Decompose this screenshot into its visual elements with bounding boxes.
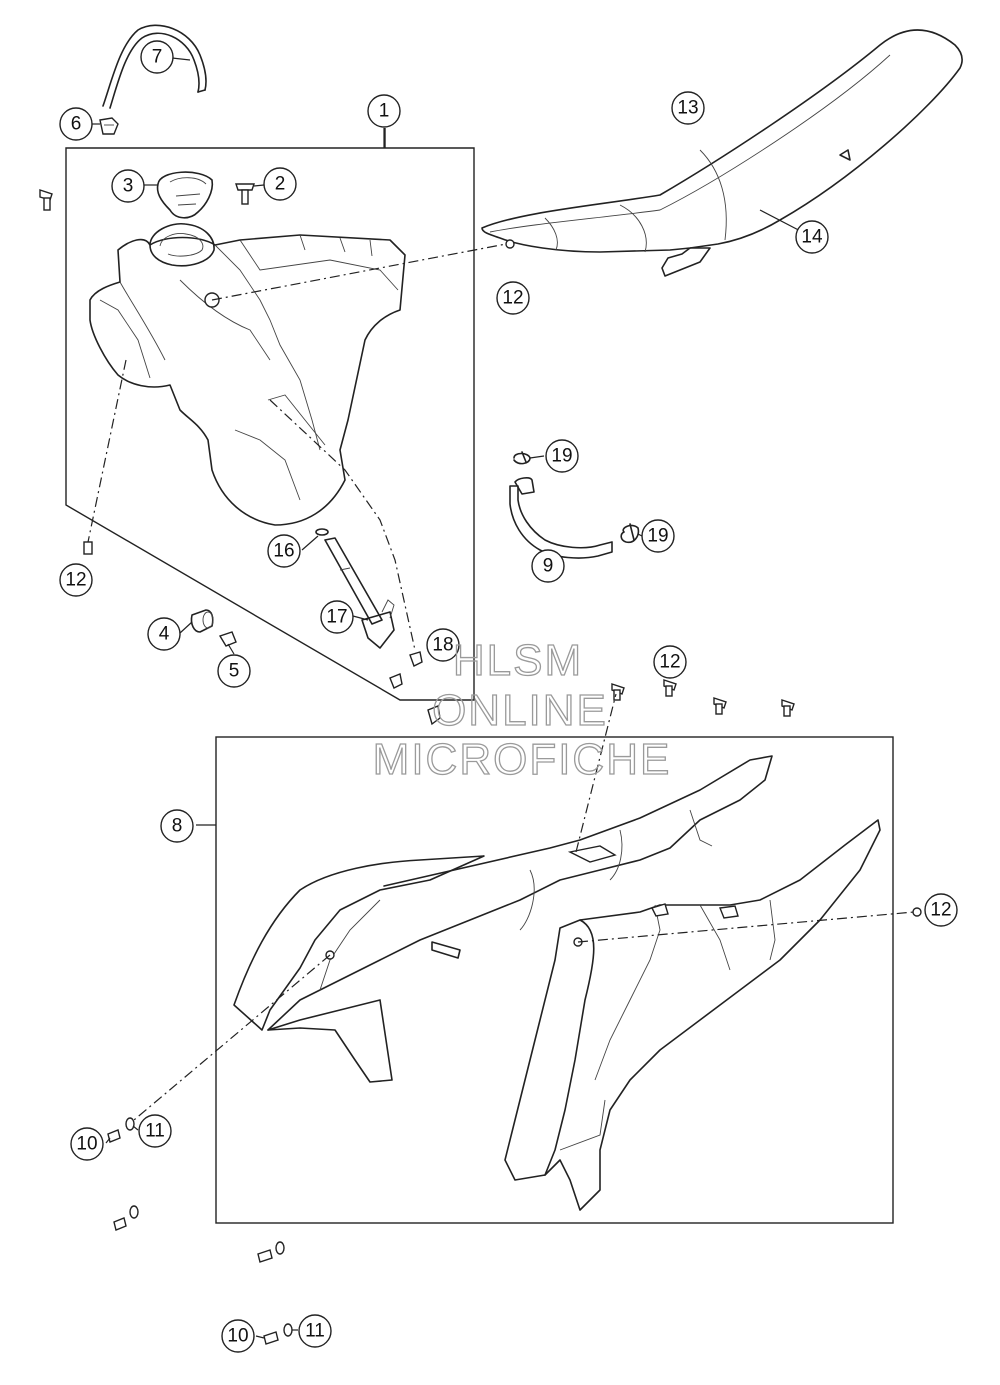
callout-6: 6 xyxy=(59,107,93,141)
panel-screw-washer-set xyxy=(107,907,922,1345)
hose-clamp-lower xyxy=(620,523,640,544)
callout-16: 16 xyxy=(267,534,301,568)
callout-19b-label: 19 xyxy=(647,526,668,547)
tank-bolt-left xyxy=(39,189,53,211)
callout-16-label: 16 xyxy=(273,541,294,562)
callout-3: 3 xyxy=(111,169,145,203)
o-ring xyxy=(315,528,329,536)
watermark-line-3: MICROFICHE xyxy=(373,735,672,784)
bushing-screw xyxy=(218,631,237,647)
callout-8: 8 xyxy=(160,809,194,843)
rubber-bushing xyxy=(190,609,214,633)
callout-12d-label: 12 xyxy=(930,900,951,921)
callout-12b-label: 12 xyxy=(65,570,86,591)
fuel-line xyxy=(509,477,613,559)
callout-14-label: 14 xyxy=(801,227,823,248)
callout-1-label: 1 xyxy=(379,101,390,122)
callout-10b-label: 10 xyxy=(227,1326,248,1347)
callout-11a: 11 xyxy=(138,1114,172,1148)
callout-11b-label: 11 xyxy=(305,1321,325,1342)
callout-17: 17 xyxy=(320,600,354,634)
cap-screw xyxy=(235,183,255,205)
callout-9: 9 xyxy=(531,549,565,583)
callout-9-label: 9 xyxy=(543,556,554,577)
callout-5-label: 5 xyxy=(229,661,240,682)
fuel-tank-assembly-frame xyxy=(65,128,475,701)
filler-cap xyxy=(156,171,214,219)
callout-14: 14 xyxy=(795,220,829,254)
callout-19b: 19 xyxy=(641,519,675,553)
right-side-panel xyxy=(504,819,881,1211)
callout-8-label: 8 xyxy=(172,816,183,837)
tank-lower-bolt xyxy=(83,541,93,555)
panel-bolts-row xyxy=(611,679,795,717)
pump-screws xyxy=(389,651,441,726)
callout-12d: 12 xyxy=(924,893,958,927)
callout-4: 4 xyxy=(147,617,181,651)
callout-3-label: 3 xyxy=(123,176,134,197)
left-side-panel xyxy=(233,755,773,1083)
callout-10a: 10 xyxy=(70,1127,104,1161)
callout-10b: 10 xyxy=(221,1319,255,1353)
callout-2: 2 xyxy=(263,167,297,201)
vent-hose xyxy=(102,24,207,109)
callout-5: 5 xyxy=(217,654,251,688)
callout-7-label: 7 xyxy=(152,47,163,68)
tank-nut-right xyxy=(505,239,515,249)
callout-11b: 11 xyxy=(298,1314,332,1348)
callout-12a-label: 12 xyxy=(502,288,523,309)
hose-clamp-upper xyxy=(513,451,531,465)
callout-6-label: 6 xyxy=(71,114,82,135)
callout-18: 18 xyxy=(426,628,460,662)
callout-13-label: 13 xyxy=(677,98,698,119)
watermark-line-2: ONLINE xyxy=(432,686,608,735)
callout-12a: 12 xyxy=(496,281,530,315)
callout-19a-label: 19 xyxy=(551,446,572,467)
callout-18-label: 18 xyxy=(432,635,453,656)
dashed-alignment-lines xyxy=(87,243,915,1121)
fuel-tank xyxy=(89,222,406,526)
callout-2-label: 2 xyxy=(275,174,286,195)
side-panel-assembly-frame xyxy=(196,736,894,1224)
callout-11a-label: 11 xyxy=(145,1121,165,1142)
callout-12b: 12 xyxy=(59,563,93,597)
watermark-line-1: HLSM xyxy=(453,636,583,685)
callout-17-label: 17 xyxy=(326,607,347,628)
callout-4-label: 4 xyxy=(159,624,170,645)
fuel-pump xyxy=(324,537,395,649)
callout-1: 1 xyxy=(367,94,401,128)
callout-19a: 19 xyxy=(545,439,579,473)
hose-fitting xyxy=(99,117,119,135)
callout-7: 7 xyxy=(140,40,174,74)
callout-10a-label: 10 xyxy=(76,1134,97,1155)
seat xyxy=(481,29,963,277)
watermark: HLSM ONLINE MICROFICHE xyxy=(372,635,672,784)
callout-12c-label: 12 xyxy=(659,652,680,673)
callout-13: 13 xyxy=(671,91,705,125)
callout-12c: 12 xyxy=(653,645,687,679)
